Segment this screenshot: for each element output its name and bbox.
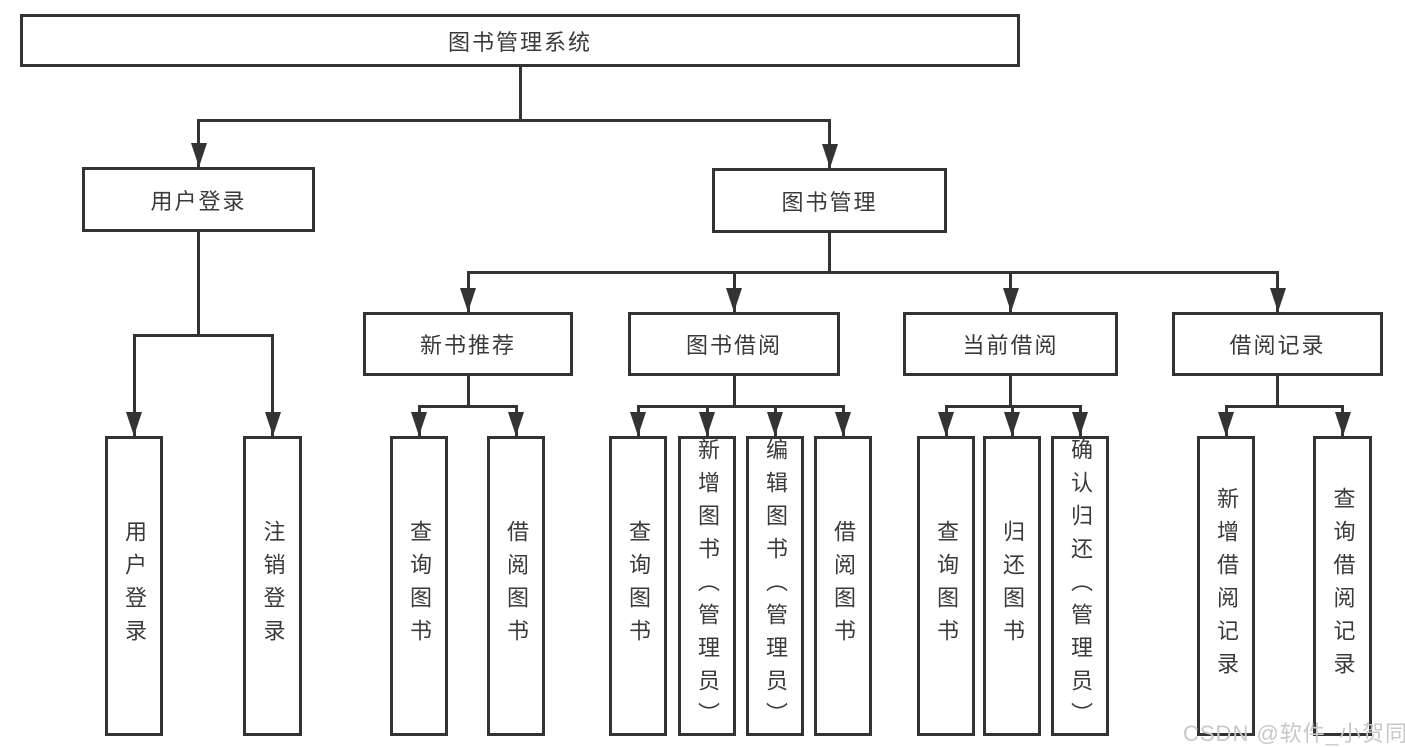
node-cb-query: 查询图书 <box>917 436 975 736</box>
connector-bar-root <box>197 118 831 122</box>
node-bb-add: 新增图书（管理员） <box>678 436 736 736</box>
node-bb-edit: 编辑图书（管理员） <box>746 436 804 736</box>
node-current-borrow: 当前借阅 <box>903 312 1118 376</box>
node-label-br-add: 新增借阅记录 <box>1214 487 1239 685</box>
arrowhead-icon-bb-add <box>699 412 715 436</box>
connector-bar-book-mgmt <box>466 270 1279 274</box>
connector-drop-ul-logout <box>271 335 274 436</box>
connector-bar-user-login <box>132 333 274 337</box>
node-cb-confirm: 确认归还（管理员） <box>1051 436 1109 736</box>
csdn-watermark: CSDN @软件_小贺同学 <box>1183 721 1405 746</box>
connector-stem-user-login <box>197 232 200 335</box>
connector-stem-current-borrow <box>1009 376 1012 406</box>
connector-bar-book-borrow <box>636 404 845 408</box>
node-br-query: 查询借阅记录 <box>1313 436 1372 736</box>
node-rec-query: 查询图书 <box>390 436 448 736</box>
node-bb-query: 查询图书 <box>609 436 667 736</box>
node-label-bb-borrow: 借阅图书 <box>831 520 856 652</box>
node-label-borrow-records: 借阅记录 <box>1229 333 1326 358</box>
arrowhead-icon-rec-borrow <box>508 412 524 436</box>
node-label-current-borrow: 当前借阅 <box>962 333 1059 358</box>
node-label-cb-query: 查询图书 <box>934 520 959 652</box>
node-rec-borrow: 借阅图书 <box>487 436 545 736</box>
node-new-book-rec: 新书推荐 <box>363 312 573 376</box>
node-ul-login: 用户登录 <box>105 436 163 736</box>
node-cb-return: 归还图书 <box>983 436 1041 736</box>
arrowhead-icon-ul-logout <box>264 412 281 436</box>
arrowhead-icon-user-login <box>190 143 207 167</box>
arrowhead-icon-rec-query <box>411 412 427 436</box>
connector-bar-borrow-records <box>1224 404 1344 408</box>
node-book-borrow: 图书借阅 <box>628 312 840 376</box>
node-borrow-records: 借阅记录 <box>1172 312 1383 376</box>
node-ul-logout: 注销登录 <box>243 436 302 736</box>
arrowhead-icon-borrow-records <box>1269 288 1286 312</box>
arrowhead-icon-cb-return <box>1004 412 1020 436</box>
node-label-new-book-rec: 新书推荐 <box>419 333 516 358</box>
connector-stem-book-borrow <box>732 376 736 406</box>
connector-drop-ul-login <box>132 335 136 436</box>
arrowhead-icon-bb-edit <box>767 412 783 436</box>
arrowhead-icon-br-add <box>1218 412 1234 436</box>
node-label-bb-edit: 编辑图书（管理员） <box>763 437 788 735</box>
arrowhead-icon-cb-query <box>938 412 954 436</box>
node-label-br-query: 查询借阅记录 <box>1330 487 1356 685</box>
node-label-root: 图书管理系统 <box>447 29 592 55</box>
arrowhead-icon-book-borrow <box>726 288 742 312</box>
node-label-cb-return: 归还图书 <box>1000 520 1025 652</box>
node-label-ul-logout: 注销登录 <box>260 520 286 652</box>
node-label-book-borrow: 图书借阅 <box>685 333 782 358</box>
node-bb-borrow: 借阅图书 <box>814 436 872 736</box>
node-label-cb-confirm: 确认归还（管理员） <box>1068 437 1093 735</box>
arrowhead-icon-br-query <box>1334 412 1351 436</box>
node-label-ul-login: 用户登录 <box>122 520 147 652</box>
arrowhead-icon-cb-confirm <box>1072 412 1088 436</box>
node-label-bb-add: 新增图书（管理员） <box>695 437 720 735</box>
arrowhead-icon-bb-query <box>630 412 646 436</box>
node-label-rec-query: 查询图书 <box>407 520 432 652</box>
connector-stem-borrow-records <box>1276 376 1279 406</box>
arrowhead-icon-current-borrow <box>1002 288 1019 312</box>
node-book-mgmt: 图书管理 <box>712 168 947 233</box>
node-label-rec-borrow: 借阅图书 <box>504 520 529 652</box>
connector-stem-root <box>518 67 522 120</box>
node-root: 图书管理系统 <box>20 14 1020 67</box>
arrowhead-icon-book-mgmt <box>821 144 838 168</box>
arrowhead-icon-bb-borrow <box>835 412 851 436</box>
arrowhead-icon-ul-login <box>126 412 142 436</box>
node-label-bb-query: 查询图书 <box>626 520 651 652</box>
node-user-login: 用户登录 <box>82 167 315 232</box>
arrowhead-icon-new-book-rec <box>460 288 476 312</box>
connector-stem-book-mgmt <box>828 233 831 272</box>
connector-stem-new-book-rec <box>466 376 470 406</box>
node-br-add: 新增借阅记录 <box>1197 436 1255 736</box>
connector-bar-new-book-rec <box>417 404 518 408</box>
node-label-book-mgmt: 图书管理 <box>781 189 878 215</box>
node-label-user-login: 用户登录 <box>150 188 247 214</box>
